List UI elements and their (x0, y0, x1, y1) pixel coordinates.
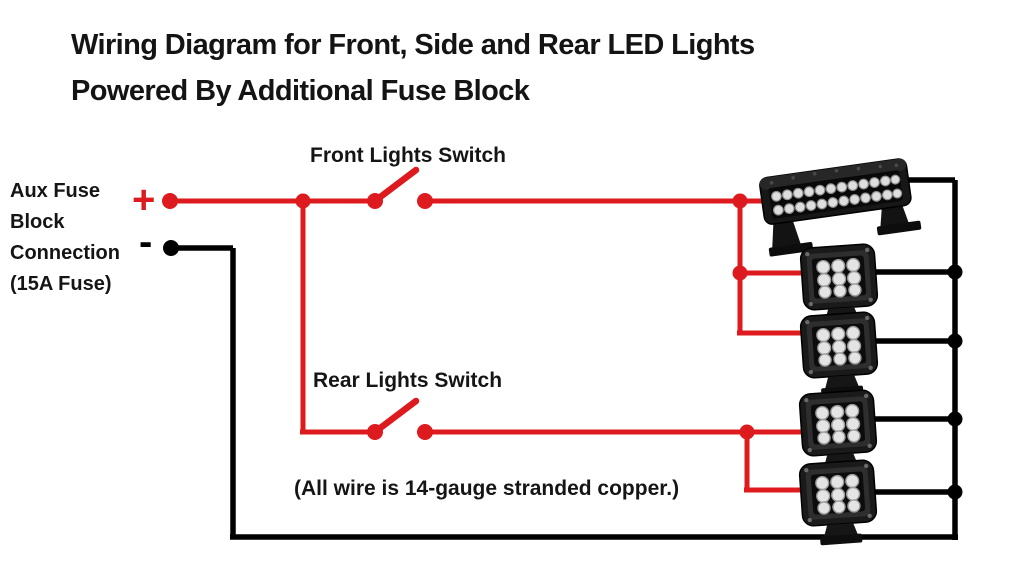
junction-dot (739, 424, 755, 440)
positive-terminal-symbol: + (132, 178, 156, 222)
rear-switch-blade (371, 397, 420, 436)
led-pod-4-icon (798, 458, 880, 548)
positive-wire-group (170, 198, 806, 493)
light-bar-screws (769, 163, 899, 185)
wire-gauge-note: (All wire is 14-gauge stranded copper.) (294, 477, 680, 500)
rear-lights-switch-label: Rear Lights Switch (313, 369, 503, 392)
junction-dot (947, 333, 963, 349)
aux-label-line: Block (10, 211, 65, 233)
aux-label-line: Connection (10, 242, 120, 264)
title-line-1: Wiring Diagram for Front, Side and Rear … (71, 29, 755, 61)
negative-junction-dots (163, 240, 963, 500)
front-switch-blade (371, 166, 420, 205)
aux-label-line: (15A Fuse) (10, 273, 112, 295)
junction-dot (732, 265, 748, 281)
title-line-2: Powered By Additional Fuse Block (71, 75, 530, 107)
front-switch-contact-dot (367, 193, 383, 209)
junction-dot (732, 193, 748, 209)
positive-junction-dots (162, 193, 755, 440)
junction-dot (947, 484, 963, 500)
negative-wire-group (171, 177, 958, 540)
aux-fuse-block-label: Aux Fuse Block Connection (15A Fuse) (10, 176, 170, 300)
led-pod-2-icon (799, 310, 881, 400)
rear-switch-contact-dot (367, 424, 383, 440)
light-bar-top-edge (759, 158, 907, 190)
aux-label-line: Aux Fuse (10, 180, 101, 202)
rear-switch-contact-dot (417, 424, 433, 440)
led-light-bar-icon (759, 158, 922, 257)
junction-dot (947, 264, 963, 280)
junction-dot (295, 193, 311, 209)
negative-terminal-symbol: - (139, 220, 153, 264)
positive-terminal-dot (162, 193, 178, 209)
negative-terminal-dot (163, 240, 179, 256)
page-title: Wiring Diagram for Front, Side and Rear … (71, 22, 755, 114)
junction-dot (947, 411, 963, 427)
front-lights-switch-label: Front Lights Switch (310, 144, 506, 167)
light-bar-leds (771, 174, 903, 216)
light-bar-mount-feet (768, 199, 922, 257)
front-switch-contact-dot (417, 193, 433, 209)
